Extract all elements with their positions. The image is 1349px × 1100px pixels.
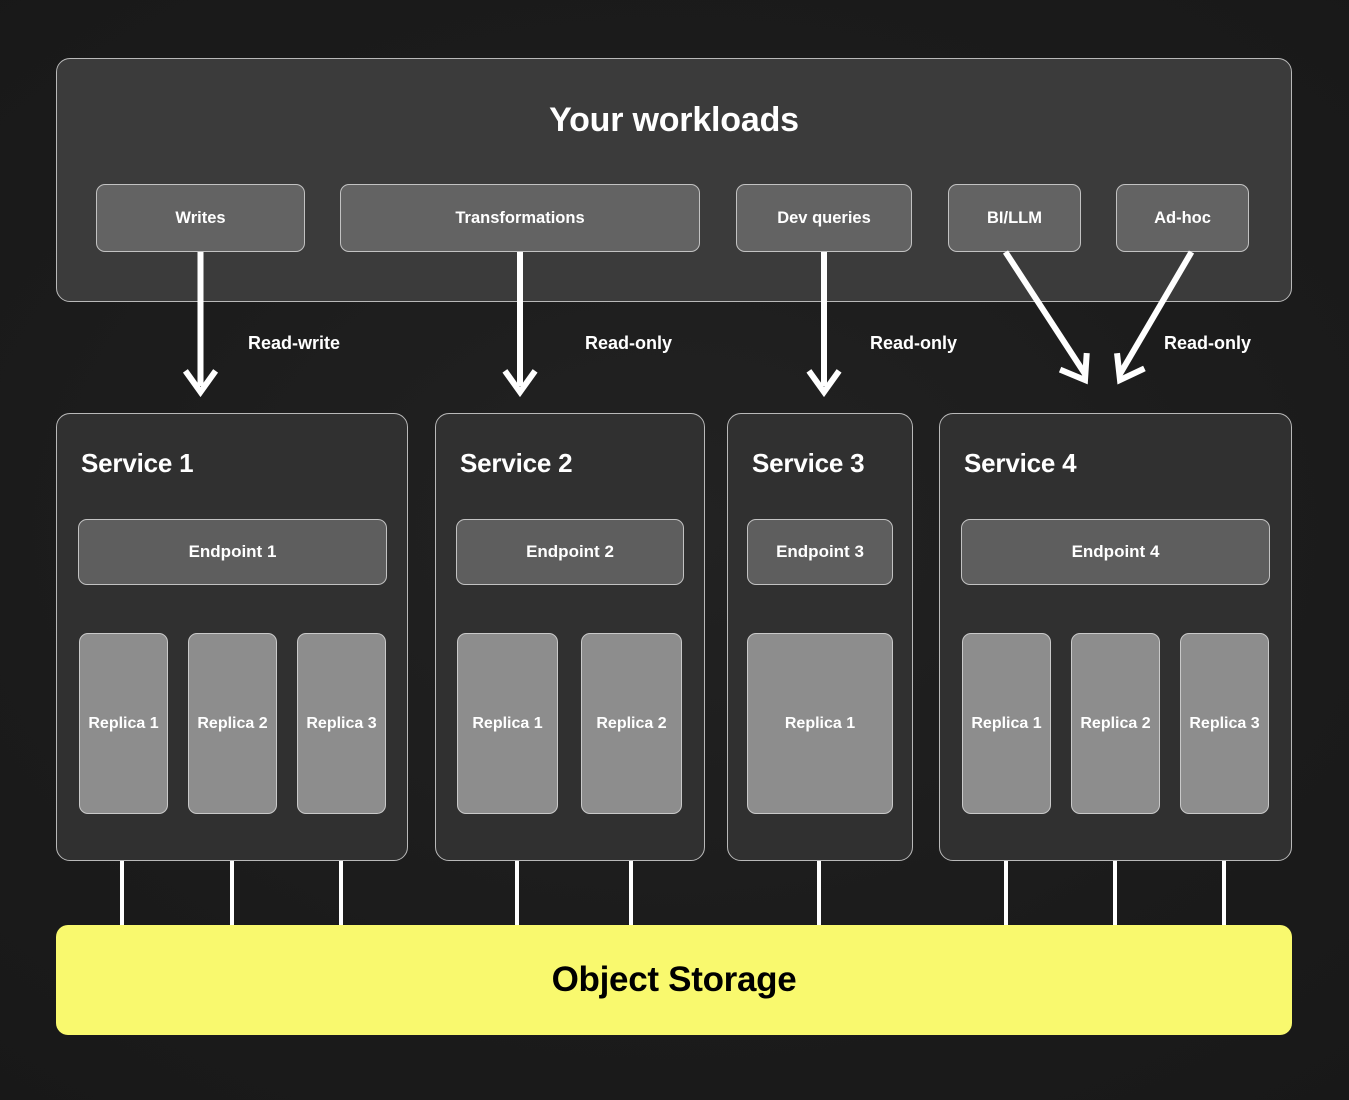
- workload-chip-dev-queries[interactable]: Dev queries: [736, 184, 912, 252]
- service-title: Service 3: [752, 448, 865, 478]
- connection-label-read-only-3: Read-only: [1164, 333, 1252, 353]
- replica-box[interactable]: Replica 2: [1071, 633, 1160, 814]
- replica-box[interactable]: Replica 1: [79, 633, 168, 814]
- workloads-panel: Your workloads: [56, 58, 1292, 302]
- replica-box[interactable]: Replica 2: [188, 633, 277, 814]
- workload-chip-transformations[interactable]: Transformations: [340, 184, 700, 252]
- workloads-title: Your workloads: [549, 101, 799, 139]
- arrow-head-bi-llm: [1058, 352, 1090, 385]
- connection-label-read-write-0: Read-write: [248, 333, 341, 353]
- arrow-head-dev-queries: [806, 369, 842, 398]
- replica-box[interactable]: Replica 1: [457, 633, 558, 814]
- service-title: Service 2: [460, 448, 573, 478]
- endpoint-box-endpoint-4[interactable]: Endpoint 4: [961, 519, 1270, 585]
- replica-box[interactable]: Replica 1: [962, 633, 1051, 814]
- endpoint-box-endpoint-2[interactable]: Endpoint 2: [456, 519, 684, 585]
- connection-label-read-only-2: Read-only: [870, 333, 958, 353]
- arrow-head-writes: [182, 369, 219, 398]
- workload-chip-writes[interactable]: Writes: [96, 184, 305, 252]
- endpoint-box-endpoint-1[interactable]: Endpoint 1: [78, 519, 387, 585]
- arrow-head-transformations: [502, 369, 538, 398]
- workload-chip-bi-llm[interactable]: BI/LLM: [948, 184, 1081, 252]
- object-storage-label: Object Storage: [551, 960, 797, 999]
- connection-label-read-only-1: Read-only: [585, 333, 673, 353]
- object-storage-bar: Object Storage: [56, 925, 1292, 1035]
- endpoint-box-endpoint-3[interactable]: Endpoint 3: [747, 519, 893, 585]
- workload-chip-ad-hoc[interactable]: Ad-hoc: [1116, 184, 1249, 252]
- arrow-head-ad-hoc: [1114, 352, 1146, 385]
- replica-box[interactable]: Replica 1: [747, 633, 893, 814]
- service-title: Service 1: [81, 448, 194, 478]
- service-title: Service 4: [964, 448, 1077, 478]
- replica-box[interactable]: Replica 3: [1180, 633, 1269, 814]
- replica-box[interactable]: Replica 2: [581, 633, 682, 814]
- replica-box[interactable]: Replica 3: [297, 633, 386, 814]
